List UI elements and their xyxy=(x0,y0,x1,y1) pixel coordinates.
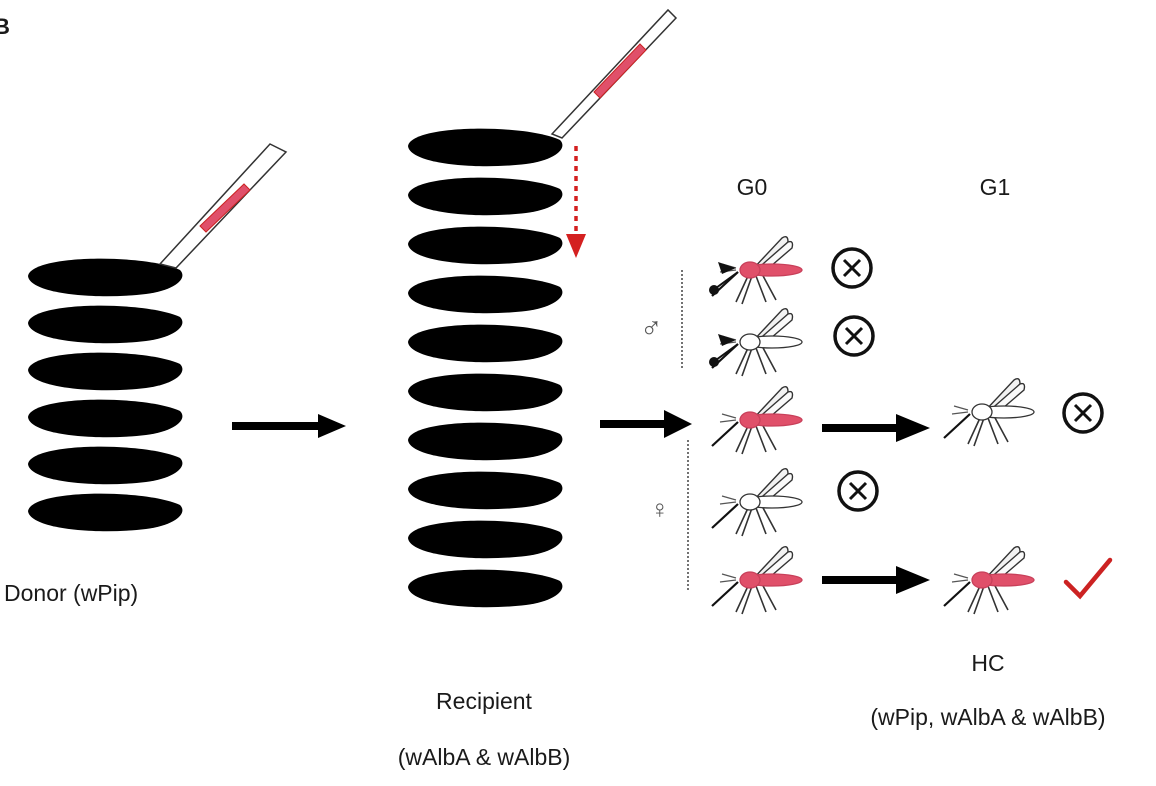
arrow-donor-to-recipient-icon xyxy=(232,414,346,438)
donor-injection-needle-icon xyxy=(158,143,288,269)
embryo xyxy=(28,399,183,438)
male-symbol: ♂ xyxy=(640,312,663,345)
cross-icon xyxy=(837,470,879,512)
recipient-embryo-stack xyxy=(408,128,563,608)
recipient-label-line1: Recipient xyxy=(436,688,532,714)
embryo xyxy=(408,128,563,167)
embryo xyxy=(28,258,183,297)
embryo xyxy=(408,275,563,314)
donor-label: Donor (wPip) xyxy=(4,580,139,606)
cross-icon xyxy=(831,247,873,289)
embryo xyxy=(408,471,563,510)
check-icon xyxy=(1063,557,1113,600)
embryo xyxy=(408,324,563,363)
g0-mosquito-icon xyxy=(709,307,803,378)
recipient-injection-needle-icon xyxy=(550,8,678,139)
embryo xyxy=(408,422,563,461)
embryo xyxy=(28,493,183,532)
recipient-label-line2: (wAlbA & wAlbB) xyxy=(397,744,571,770)
g1-label: G1 xyxy=(979,174,1011,200)
embryo xyxy=(28,305,183,344)
g0-mosquito-icon xyxy=(710,545,803,616)
g1-mosquito-icon xyxy=(942,545,1035,616)
cross-icon xyxy=(833,315,875,357)
embryo xyxy=(408,569,563,608)
arrow-recipient-to-g0-icon xyxy=(600,410,692,438)
dotted-down-arrow-icon xyxy=(566,146,586,258)
panel-label: B xyxy=(0,14,10,39)
embryo xyxy=(28,352,183,391)
g0-mosquito-icon xyxy=(710,467,803,538)
g0-mosquito-icon xyxy=(710,385,803,456)
embryo xyxy=(408,520,563,559)
arrow-g0-to-g1-bottom-icon xyxy=(822,566,930,594)
g0-label: G0 xyxy=(736,174,768,200)
embryo xyxy=(408,226,563,265)
g1-mosquito-icon xyxy=(942,377,1035,448)
donor-embryo-stack xyxy=(28,258,183,532)
hc-label-line1: HC xyxy=(971,650,1005,676)
hc-label-line2: (wPip, wAlbA & wAlbB) xyxy=(870,704,1106,730)
embryo xyxy=(408,373,563,412)
embryo xyxy=(408,177,563,216)
arrow-g0-to-g1-top-icon xyxy=(822,414,930,442)
g0-mosquito-icon xyxy=(709,235,803,306)
embryo xyxy=(28,446,183,485)
female-symbol: ♀ xyxy=(650,494,670,524)
cross-icon xyxy=(1062,392,1104,434)
